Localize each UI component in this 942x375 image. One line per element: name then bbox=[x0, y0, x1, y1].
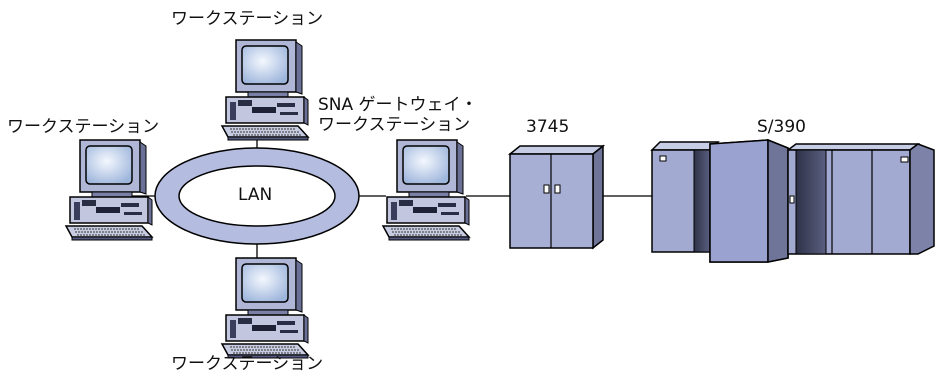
gateway-workstation-icon bbox=[382, 139, 470, 241]
controller-3745-label: 3745 bbox=[526, 117, 570, 137]
mainframe-s390-label: S/390 bbox=[757, 117, 806, 137]
lan-label: LAN bbox=[238, 185, 273, 205]
mainframe-s390-icon bbox=[650, 138, 935, 263]
workstation-top-icon bbox=[221, 39, 309, 141]
workstation-left-icon bbox=[65, 139, 153, 241]
workstation-left-label: ワークステーション bbox=[7, 117, 160, 137]
workstation-bottom-label: ワークステーション bbox=[171, 354, 324, 374]
workstation-top-label: ワークステーション bbox=[171, 9, 324, 29]
workstation-bottom-icon bbox=[221, 257, 309, 359]
gateway-label-line2: ワークステーション bbox=[318, 115, 471, 135]
controller-3745-icon bbox=[507, 144, 606, 250]
gateway-label-line1: SNA ゲートウェイ・ bbox=[318, 95, 478, 115]
lan-ring bbox=[154, 147, 360, 245]
